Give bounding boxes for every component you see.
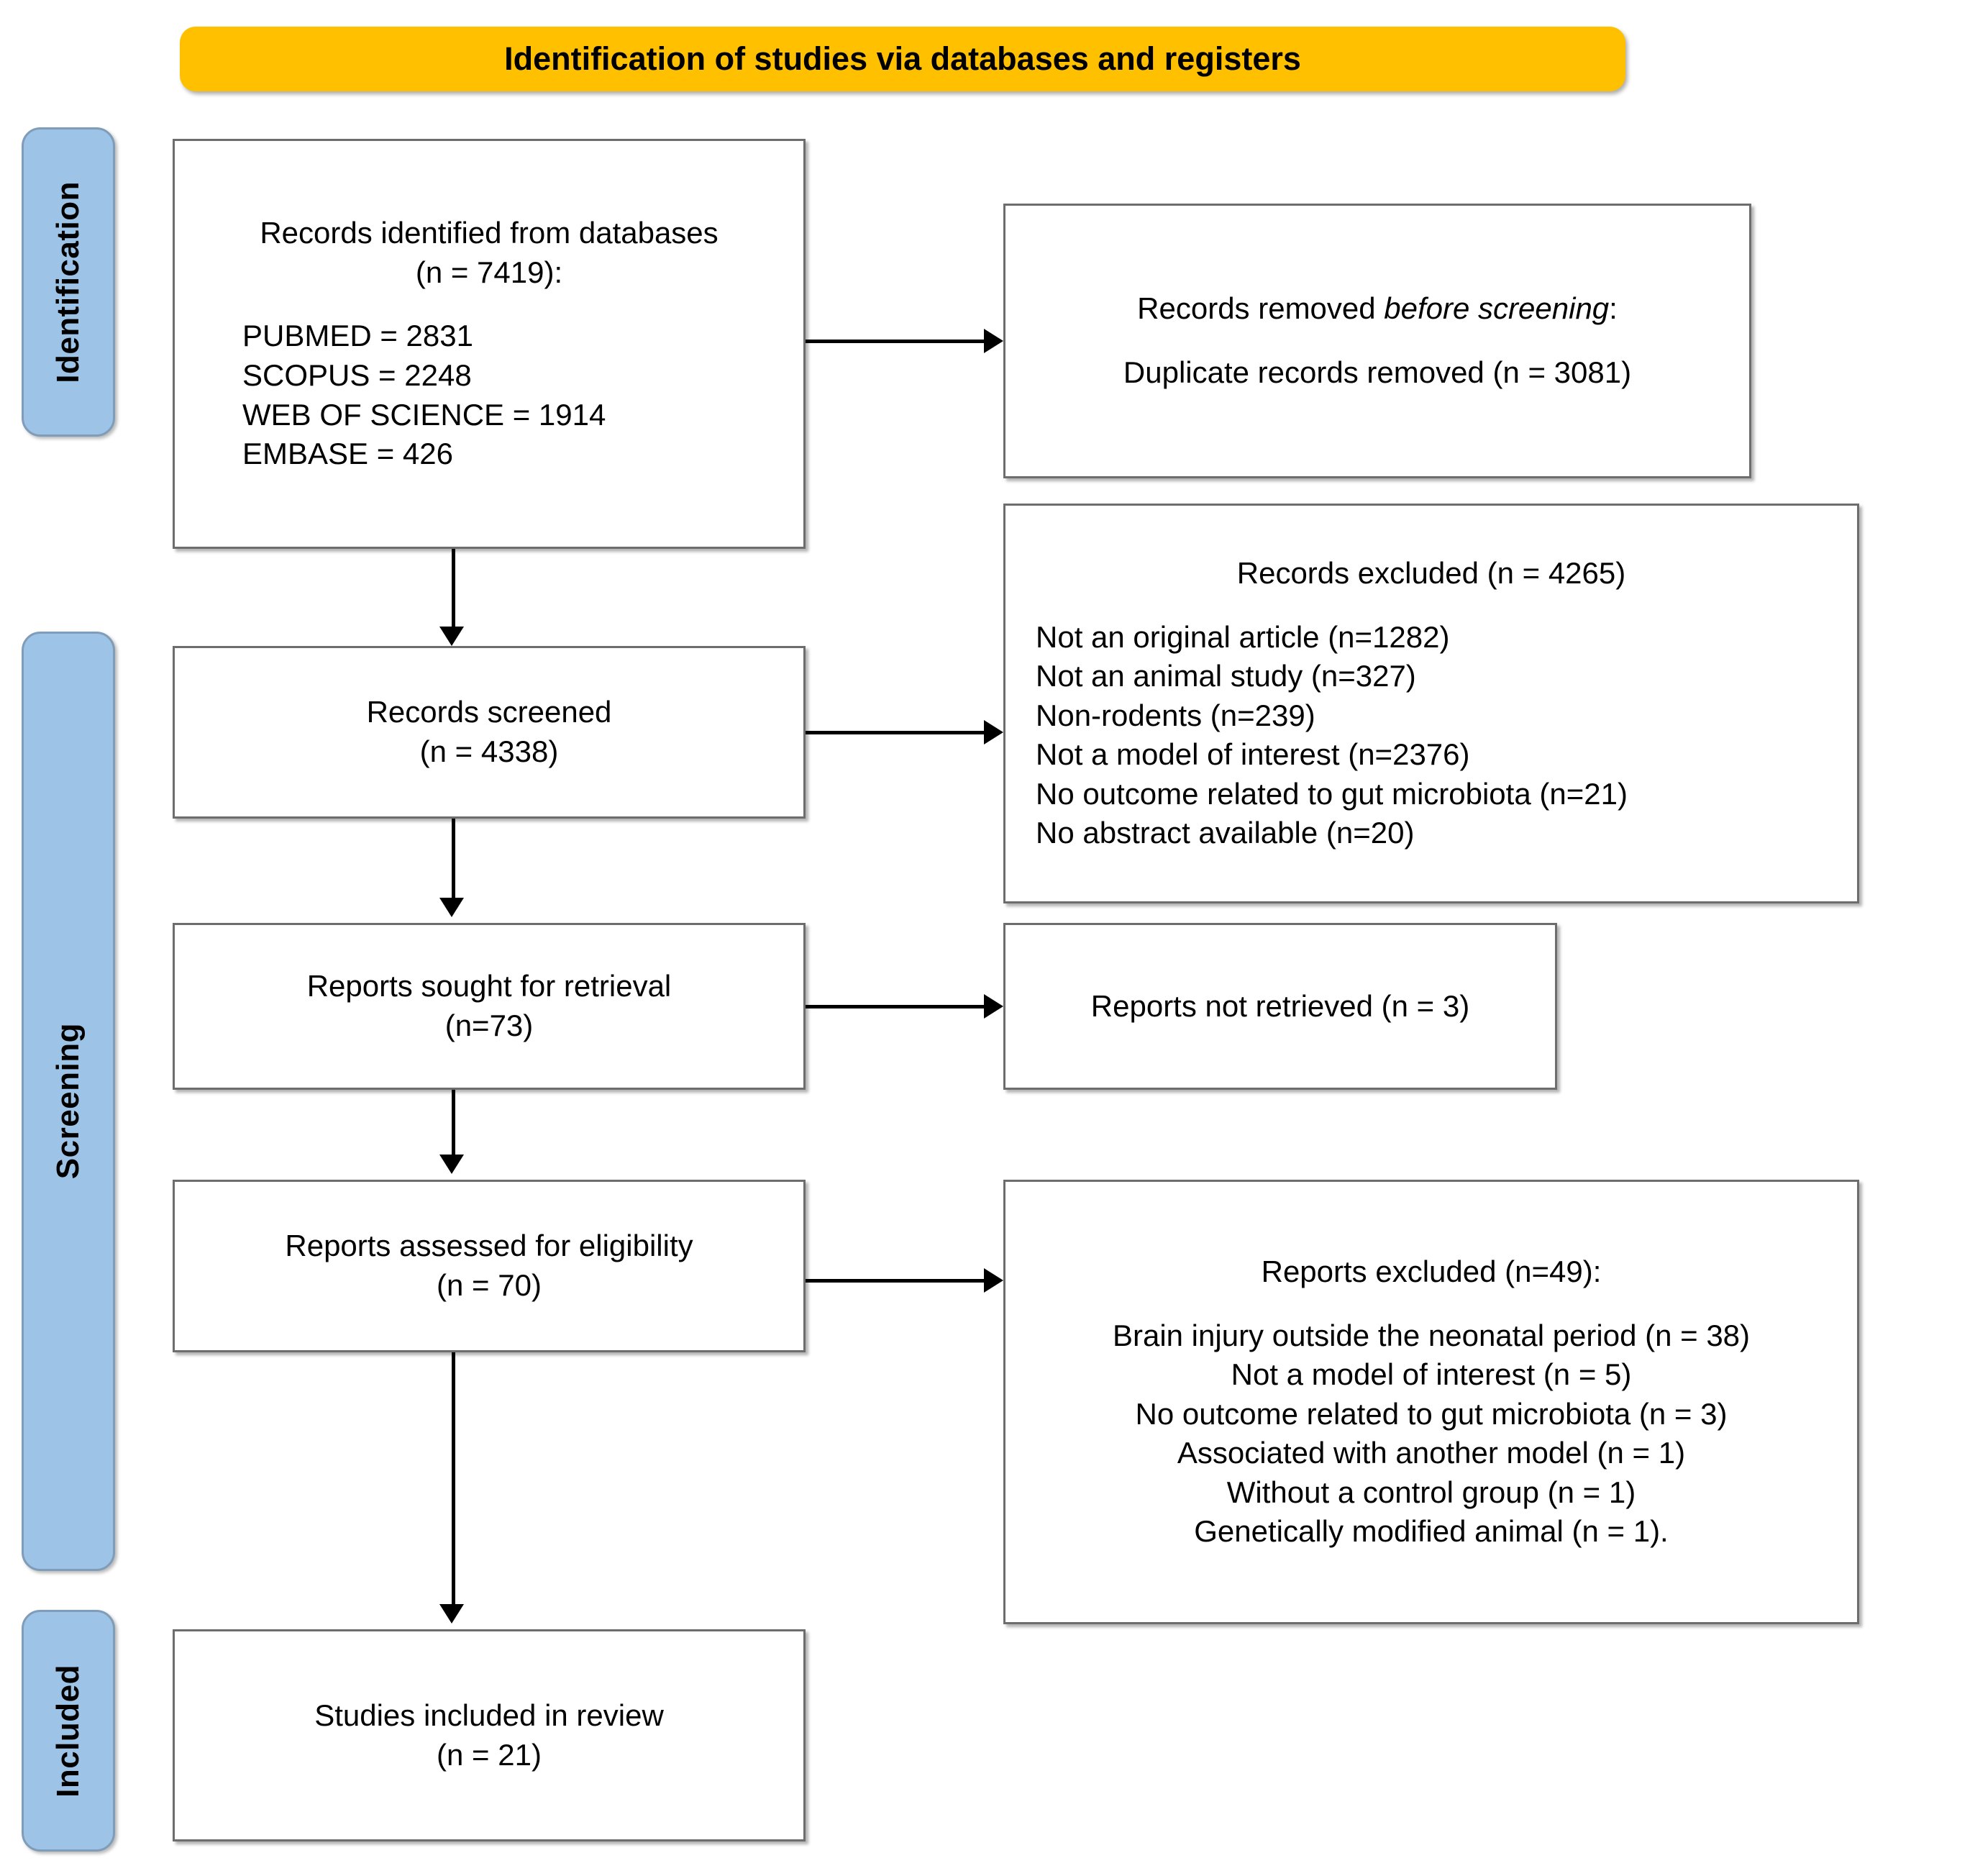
spacer (1017, 1292, 1846, 1316)
stage-bar-included: Included (22, 1610, 115, 1852)
arrowhead-assessed-to-excluded (984, 1268, 1003, 1293)
reason-item: No abstract available (n=20) (1036, 816, 1415, 850)
arrowhead-assessed-to-included (439, 1604, 464, 1624)
records-excluded-heading: Records excluded (n = 4265) (1236, 555, 1626, 590)
reason-item: Non-rodents (n=239) (1036, 698, 1315, 732)
reason-item: Not an animal study (n=327) (1036, 659, 1416, 693)
connector-screened-to-sought (452, 819, 455, 898)
reports-excluded-heading: Reports excluded (n=49): (1261, 1254, 1602, 1288)
reason-item: Without a control group (n = 1) (1226, 1475, 1636, 1509)
diagram-header-banner: Identification of studies via databases … (180, 27, 1625, 91)
records-removed-italic: before screening (1384, 291, 1610, 326)
source-item: PUBMED = 2831 (242, 319, 473, 353)
diagram-title: Identification of studies via databases … (504, 40, 1301, 77)
records-screened-count: (n = 4338) (419, 734, 559, 768)
records-screened-label: Records screened (366, 695, 612, 729)
box-reports-not-retrieved: Reports not retrieved (n = 3) (1003, 923, 1557, 1090)
reason-item: Associated with another model (n = 1) (1177, 1436, 1686, 1470)
connector-assessed-to-excluded (806, 1279, 984, 1283)
stage-label-identification: Identification (50, 181, 86, 383)
stage-label-included: Included (50, 1664, 86, 1798)
records-identified-source-list: PUBMED = 2831 SCOPUS = 2248 WEB OF SCIEN… (186, 317, 792, 473)
spacer (186, 292, 792, 317)
source-item: WEB OF SCIENCE = 1914 (242, 397, 606, 432)
spacer (1017, 329, 1738, 353)
connector-identified-to-screened (452, 549, 455, 627)
stage-bar-screening: Screening (22, 632, 115, 1571)
records-identified-heading-line1: Records identified from databases (260, 216, 719, 250)
arrowhead-sought-to-not-retrieved (984, 994, 1003, 1019)
arrowhead-screened-to-excluded (984, 720, 1003, 745)
arrowhead-identified-to-screened (439, 627, 464, 646)
reports-excluded-reason-list: Brain injury outside the neonatal period… (1017, 1316, 1846, 1552)
box-reports-sought: Reports sought for retrieval (n=73) (173, 923, 806, 1090)
records-removed-heading: Records removed before screening: (1017, 289, 1738, 329)
records-removed-duplicates: Duplicate records removed (n = 3081) (1123, 355, 1632, 389)
records-excluded-reason-list: Not an original article (n=1282) Not an … (1017, 618, 1846, 854)
reason-item: Genetically modified animal (n = 1). (1194, 1514, 1669, 1549)
reason-item: Not an original article (n=1282) (1036, 619, 1450, 654)
reason-item: Brain injury outside the neonatal period… (1112, 1318, 1751, 1352)
arrowhead-identified-to-removed (984, 329, 1003, 353)
reason-item: No outcome related to gut microbiota (n=… (1036, 776, 1628, 811)
reason-item: No outcome related to gut microbiota (n … (1135, 1396, 1728, 1431)
connector-sought-to-assessed (452, 1090, 455, 1155)
records-removed-suffix: : (1609, 291, 1618, 326)
arrowhead-sought-to-assessed (439, 1155, 464, 1174)
connector-sought-to-not-retrieved (806, 1005, 984, 1008)
reason-item: Not a model of interest (n=2376) (1036, 737, 1470, 772)
connector-screened-to-excluded (806, 731, 984, 734)
records-removed-prefix: Records removed (1137, 291, 1385, 326)
box-records-screened: Records screened (n = 4338) (173, 646, 806, 819)
box-reports-assessed: Reports assessed for eligibility (n = 70… (173, 1180, 806, 1352)
box-reports-excluded: Reports excluded (n=49): Brain injury ou… (1003, 1180, 1859, 1624)
reports-assessed-count: (n = 70) (437, 1268, 542, 1302)
reports-sought-count: (n=73) (444, 1008, 534, 1042)
box-records-identified: Records identified from databases (n = 7… (173, 139, 806, 549)
studies-included-label: Studies included in review (314, 1698, 664, 1732)
reports-assessed-label: Reports assessed for eligibility (285, 1229, 693, 1263)
box-records-removed: Records removed before screening: Duplic… (1003, 204, 1751, 478)
source-item: EMBASE = 426 (242, 437, 453, 471)
box-studies-included: Studies included in review (n = 21) (173, 1629, 806, 1841)
reports-not-retrieved-label: Reports not retrieved (n = 3) (1090, 988, 1470, 1023)
source-item: SCOPUS = 2248 (242, 358, 472, 392)
records-identified-heading-line2: (n = 7419): (415, 255, 563, 289)
arrowhead-screened-to-sought (439, 898, 464, 917)
connector-assessed-to-included (452, 1352, 455, 1604)
reason-item: Not a model of interest (n = 5) (1231, 1357, 1632, 1392)
connector-identified-to-removed (806, 340, 984, 343)
spacer (1017, 593, 1846, 618)
stage-bar-identification: Identification (22, 127, 115, 437)
reports-sought-label: Reports sought for retrieval (306, 969, 672, 1003)
stage-label-screening: Screening (50, 1023, 86, 1180)
box-records-excluded: Records excluded (n = 4265) Not an origi… (1003, 504, 1859, 903)
studies-included-count: (n = 21) (437, 1737, 542, 1772)
